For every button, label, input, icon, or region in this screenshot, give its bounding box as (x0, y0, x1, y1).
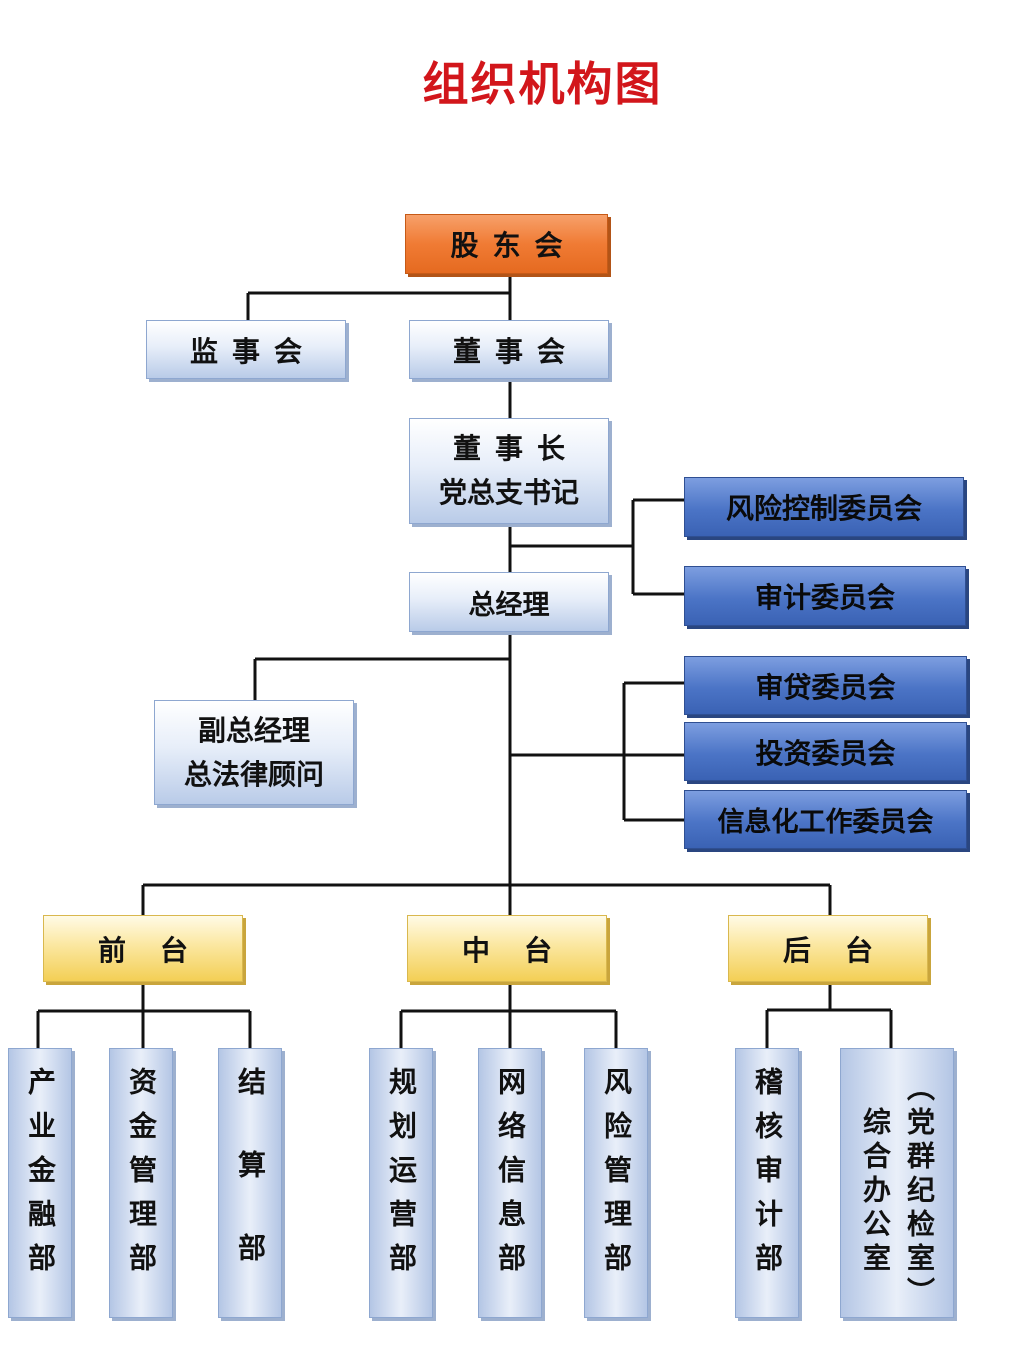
deputy-box: 副总经理 总法律顾问 (154, 700, 354, 805)
general-manager-label: 总经理 (468, 589, 550, 621)
audit-dept-label: 稽核审计部 (751, 1067, 784, 1287)
investment-committee-box: 投资委员会 (684, 722, 967, 781)
general-office-line1: 综合办公室 (859, 1107, 892, 1277)
page-title: 组织机构图 (422, 57, 663, 111)
risk-mgmt-label: 风险管理部 (600, 1067, 633, 1287)
general-office-dept: （党群纪检室） 综合办公室 (840, 1048, 954, 1318)
deputy-gm-label: 副总经理 (197, 713, 310, 747)
general-office-line2: （党群纪检室） (903, 1073, 936, 1311)
shareholders-label: 股东会 (450, 229, 577, 262)
industry-finance-dept: 产业金融部 (8, 1048, 72, 1318)
settlement-dept: 结算部 (218, 1048, 282, 1318)
shareholders-box: 股东会 (405, 214, 608, 274)
board-label: 董事会 (452, 334, 579, 368)
chairman-title: 董事长 (452, 432, 579, 465)
audit-committee-label: 审计委员会 (754, 581, 895, 614)
audit-dept: 稽核审计部 (735, 1048, 799, 1318)
planning-ops-dept: 规划运营部 (369, 1048, 433, 1318)
audit-committee-box: 审计委员会 (684, 566, 966, 626)
board-box: 董事会 (409, 320, 609, 379)
party-secretary-title: 党总支书记 (438, 476, 579, 509)
back-office-box: 后台 (728, 915, 928, 982)
credit-committee-box: 审贷委员会 (684, 656, 967, 715)
risk-control-committee-label: 风险控制委员会 (725, 492, 922, 525)
risk-control-committee-box: 风险控制委员会 (684, 477, 964, 537)
general-office-label: （党群纪检室） 综合办公室 (853, 1049, 941, 1317)
credit-committee-label: 审贷委员会 (755, 670, 896, 704)
middle-office-label: 中台 (461, 933, 586, 967)
planning-ops-label: 规划运营部 (385, 1067, 418, 1287)
risk-mgmt-dept: 风险管理部 (584, 1048, 648, 1318)
legal-counsel-label: 总法律顾问 (183, 757, 324, 791)
supervisors-label: 监事会 (189, 334, 316, 368)
it-committee-box: 信息化工作委员会 (684, 790, 967, 849)
network-info-label: 网络信息部 (494, 1067, 527, 1287)
supervisors-box: 监事会 (146, 320, 346, 379)
chairman-box: 董事长 党总支书记 (409, 418, 609, 524)
front-office-box: 前台 (43, 915, 243, 982)
back-office-label: 后台 (782, 933, 907, 967)
middle-office-box: 中台 (407, 915, 607, 982)
general-manager-box: 总经理 (409, 572, 609, 632)
front-office-label: 前台 (97, 933, 222, 967)
funds-mgmt-dept: 资金管理部 (109, 1048, 173, 1318)
industry-finance-label: 产业金融部 (24, 1067, 57, 1287)
funds-mgmt-label: 资金管理部 (125, 1067, 158, 1287)
settlement-label: 结算部 (234, 1067, 267, 1316)
network-info-dept: 网络信息部 (478, 1048, 542, 1318)
it-committee-label: 信息化工作委员会 (717, 807, 934, 838)
investment-committee-label: 投资委员会 (755, 736, 896, 770)
